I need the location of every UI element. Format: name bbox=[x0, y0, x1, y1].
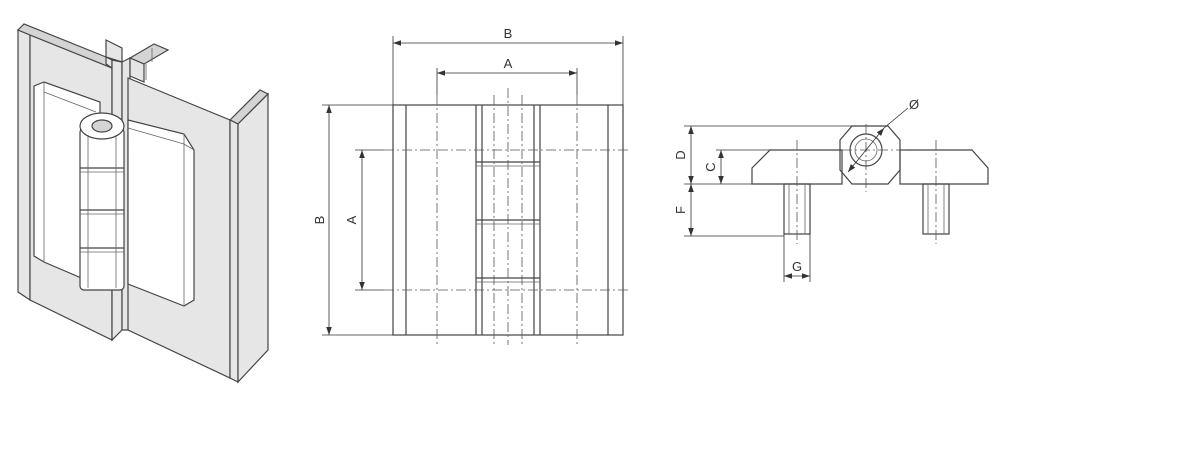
dim-label-diameter: Ø bbox=[909, 97, 919, 112]
right-profile-edge bbox=[229, 119, 239, 383]
right-profile-side bbox=[237, 92, 269, 384]
dim-label-left-a: A bbox=[344, 215, 359, 224]
dim-label-left-b: B bbox=[312, 216, 327, 225]
dim-label-f: F bbox=[673, 206, 688, 214]
side-right-leaf bbox=[899, 149, 989, 185]
dim-label-top-b: B bbox=[504, 26, 513, 41]
hinge-front-view: B A B A bbox=[312, 26, 630, 345]
dim-label-top-a: A bbox=[504, 56, 513, 71]
hinge-knuckle bbox=[79, 127, 125, 291]
hinge-side-view: Ø D C F G bbox=[673, 97, 989, 282]
dim-label-g: G bbox=[792, 259, 802, 274]
left-profile-edge bbox=[17, 29, 31, 302]
side-left-leaf bbox=[751, 149, 843, 185]
dim-label-d: D bbox=[673, 150, 688, 159]
dim-label-c: C bbox=[703, 162, 718, 171]
hinge-isometric-view bbox=[16, 23, 270, 384]
dim-line-diameter bbox=[847, 127, 885, 173]
pin-hole bbox=[91, 119, 113, 133]
side-knuckle-housing bbox=[839, 125, 901, 185]
